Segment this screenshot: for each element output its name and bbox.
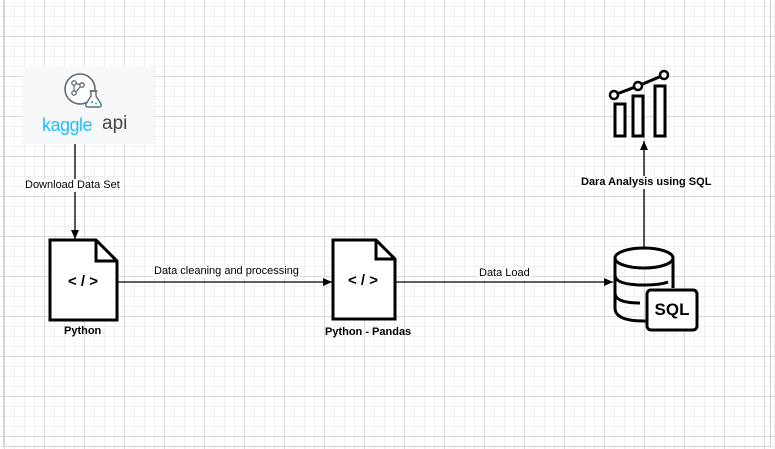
edge-cleaning-label: Data cleaning and processing <box>153 265 300 278</box>
api-text: api <box>102 113 128 134</box>
edge-analysis-label: Dara Analysis using SQL <box>580 176 713 189</box>
kaggle-api-icon <box>64 73 102 108</box>
edge-load-label: Data Load <box>478 267 531 280</box>
pandas-code-file-icon[interactable]: < / > <box>331 238 397 321</box>
kaggle-api-logo: kaggle api <box>22 66 154 144</box>
sql-badge-label: SQL <box>654 300 690 319</box>
python-code-glyph: < / > <box>68 273 98 290</box>
pandas-code-glyph: < / > <box>348 272 378 289</box>
edge-download-label: Download Data Set <box>24 179 121 192</box>
python-node-label: Python <box>64 325 102 337</box>
pandas-node-label: Python - Pandas <box>325 326 412 338</box>
canvas-frame <box>3 0 771 447</box>
sql-database-icon[interactable] <box>613 246 699 332</box>
bar-chart-icon[interactable] <box>608 69 670 138</box>
kaggle-brand-text: kaggle <box>42 115 93 135</box>
python-code-file-icon[interactable]: < / > <box>48 238 119 322</box>
